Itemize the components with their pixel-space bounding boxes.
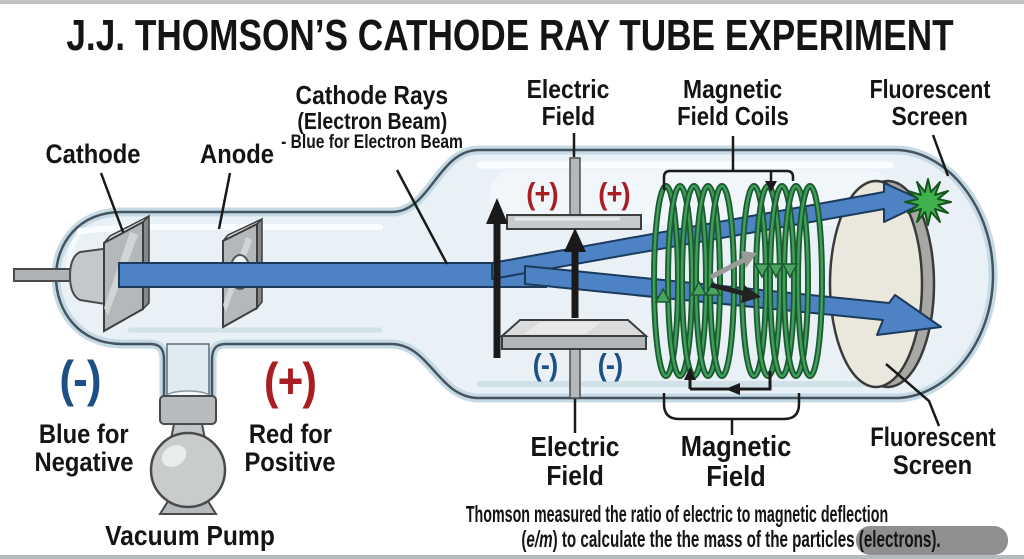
anode-label: Anode <box>200 139 274 169</box>
anode-pointer <box>217 172 232 230</box>
watermark-pill <box>856 526 1008 555</box>
coil-current-loop-arrows <box>684 367 772 395</box>
beam-straight <box>118 262 547 288</box>
coil-brackets <box>662 136 801 435</box>
cathode-rays-label: Cathode Rays (Electron Beam) - Blue for … <box>281 80 463 154</box>
electric-field-top-label: Electric Field <box>526 74 610 132</box>
cathode-label: Cathode <box>45 139 141 169</box>
magnetic-field-coils <box>651 183 825 379</box>
fluorescent-top-pointer <box>931 134 950 177</box>
starburst <box>904 178 952 226</box>
negative-caption: Blue for Negative <box>34 419 134 478</box>
pump-bulb <box>149 431 227 509</box>
plate-plus-left: (+) <box>526 176 558 211</box>
top-plate-rod <box>569 157 581 219</box>
coil-right <box>739 183 825 379</box>
fluorescent-screen-bottom-label: Fluorescent Screen <box>870 422 996 481</box>
gray-arrow <box>741 251 757 268</box>
fluorescent-screen-top-label: Fluorescent Screen <box>869 74 991 132</box>
pointer-lines <box>99 133 950 433</box>
positive-symbol: (+) <box>263 353 317 409</box>
plate-minus-left: (-) <box>532 347 559 382</box>
plate-plus-right: (+) <box>598 176 630 211</box>
fluorescent-bottom-pointer <box>885 363 941 427</box>
bottom-plate-rod <box>569 347 581 399</box>
magnetic-field-coils-label: Magnetic Field Coils <box>677 74 789 132</box>
bottom-deflection-plate <box>499 319 649 399</box>
fluorescent-screen <box>828 179 936 389</box>
caption-line2: (e/m) to calculate the the mass of the p… <box>521 526 941 552</box>
electric-field-arrows <box>486 198 586 358</box>
caption-line1: Thomson measured the ratio of electric t… <box>465 501 889 527</box>
deflection-indicator-arrows <box>709 251 761 303</box>
page-title: J.J. THOMSON’S CATHODE RAY TUBE EXPERIME… <box>66 11 954 60</box>
top-bracket <box>662 169 795 190</box>
vacuum-pump-label: Vacuum Pump <box>105 520 275 551</box>
negative-symbol: (-) <box>59 351 101 407</box>
plate-minus-right: (-) <box>597 347 624 382</box>
positive-caption: Red for Positive <box>244 419 336 478</box>
electric-field-bottom-label: Electric Field <box>530 431 620 492</box>
pump-glass-neck <box>166 343 210 399</box>
vacuum-pump <box>149 343 227 515</box>
black-arrow <box>741 285 761 303</box>
coil-current-arrowheads <box>654 263 799 303</box>
pump-collar <box>159 395 217 425</box>
magnetic-field-bottom-label: Magnetic Field <box>680 431 792 494</box>
cathode-pointer <box>99 172 125 233</box>
cathode-rays-pointer <box>395 169 449 265</box>
